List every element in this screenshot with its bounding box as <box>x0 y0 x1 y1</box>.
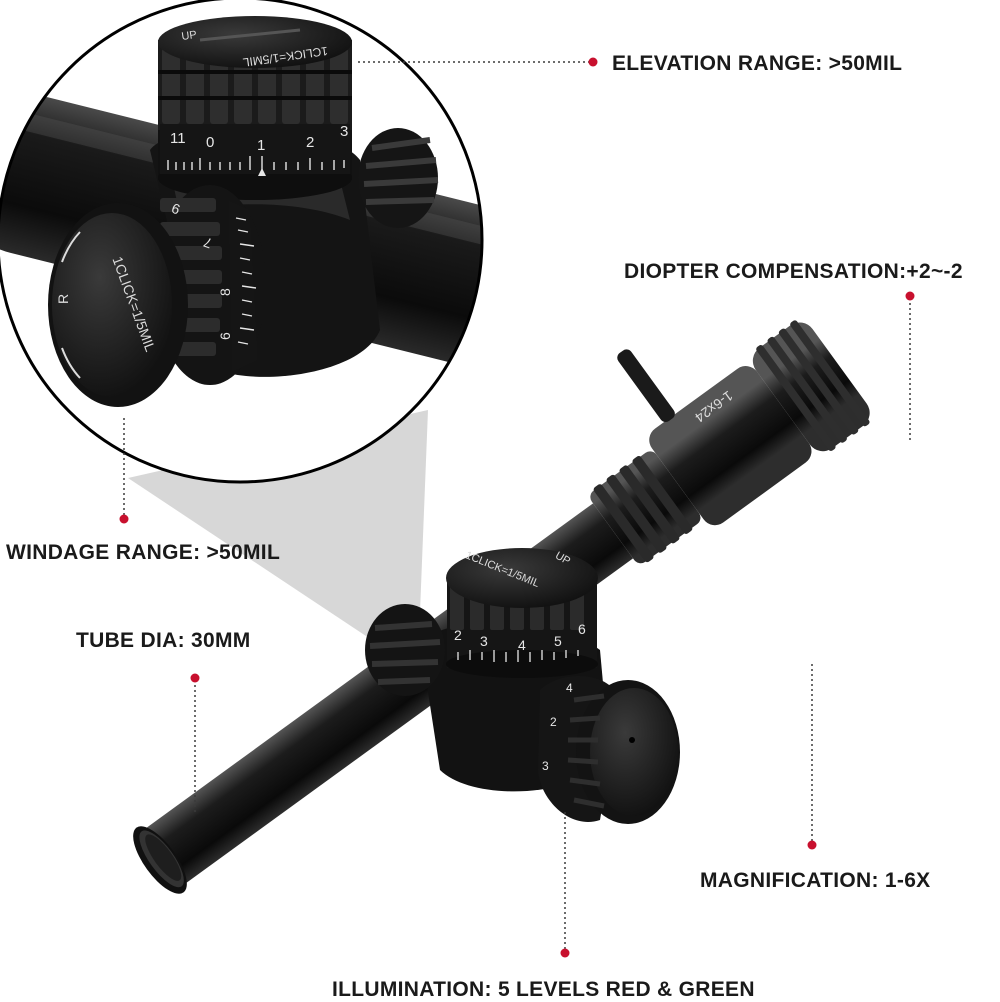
elevation-range-label: ELEVATION RANGE: >50MIL <box>612 52 903 75</box>
dot-tube <box>190 673 200 683</box>
dot-diopter <box>905 291 915 301</box>
callout-leaders <box>123 61 911 950</box>
illum-scale-2: 3 <box>542 759 549 773</box>
elevation-turret: UP 1CLICK=1/5MIL 2 3 4 5 6 <box>446 548 598 678</box>
illumination-label: ILLUMINATION: 5 LEVELS RED & GREEN <box>332 978 755 1001</box>
illum-scale-1: 2 <box>550 715 557 729</box>
elev-scale-zoom-1: 0 <box>206 134 214 151</box>
windage-range-label: WINDAGE RANGE: >50MIL <box>6 541 281 564</box>
main-elev-scale-4: 6 <box>578 621 586 637</box>
main-elev-scale-2: 4 <box>518 637 526 653</box>
dot-magnification <box>807 840 817 850</box>
magnification-label: MAGNIFICATION: 1-6X <box>700 869 931 892</box>
magnify-ring <box>0 0 484 484</box>
wind-scale-zoom-3: 6 <box>217 332 233 340</box>
windage-knob <box>365 604 445 696</box>
magnified-turret-view: UP 1CLICK=1/5MIL 11 0 1 2 3 <box>0 0 482 482</box>
dot-windage <box>119 514 129 524</box>
illum-scale-0: 4 <box>566 681 573 695</box>
elev-scale-zoom-3: 2 <box>306 134 314 151</box>
elevation-cap-up-zoom: UP <box>181 29 198 43</box>
diopter-compensation-label: DIOPTER COMPENSATION:+2~-2 <box>624 260 963 283</box>
elev-scale-zoom-0: 11 <box>170 130 186 147</box>
main-elev-scale-3: 5 <box>554 633 562 649</box>
main-elev-scale-0: 2 <box>454 627 462 643</box>
dot-elevation <box>588 57 598 67</box>
wind-scale-zoom-2: 8 <box>217 288 233 296</box>
callout-dots <box>119 57 915 958</box>
illumination-knob: 4 2 3 <box>538 676 680 824</box>
side-knob-zoom <box>358 128 439 228</box>
windage-turret-zoom: 9 7 8 6 R 1CLICK=1/5MIL <box>48 185 266 407</box>
dot-illumination <box>560 948 570 958</box>
elevation-turret-zoom: UP 1CLICK=1/5MIL 11 0 1 2 3 <box>158 16 352 200</box>
tube-diameter-label: TUBE DIA: 30MM <box>76 629 251 652</box>
main-elev-scale-1: 3 <box>480 633 488 649</box>
windage-cap-r-zoom: R <box>55 294 71 304</box>
elev-scale-zoom-2: 1 <box>257 137 265 154</box>
elev-scale-zoom-4: 3 <box>340 123 348 140</box>
